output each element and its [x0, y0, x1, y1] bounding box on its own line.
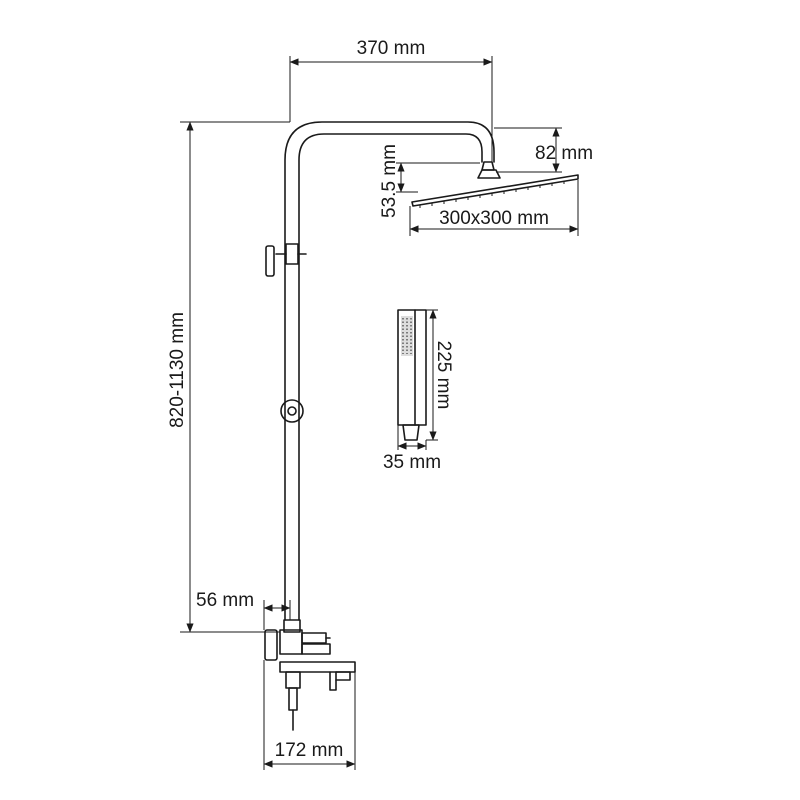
dimension-head-drop: 82 mm	[494, 127, 593, 173]
dimension-mixer-depth: 172 mm	[263, 660, 356, 770]
handset-width-label: 35 mm	[383, 452, 441, 473]
head-size-label: 300x300 mm	[439, 208, 549, 229]
head-connector	[481, 161, 495, 171]
arm-length-label: 370 mm	[357, 38, 426, 59]
sliding-holder	[280, 399, 304, 423]
dimension-head-size: 300x300 mm	[409, 180, 579, 236]
dimension-handset-width: 35 mm	[383, 425, 441, 473]
bath-spout	[279, 661, 356, 673]
height-range-label: 820-1130 mm	[167, 312, 188, 428]
head-height-label: 53.5 mm	[379, 144, 400, 218]
hand-shower	[397, 309, 427, 441]
handset-nozzles	[401, 316, 413, 356]
mixer-diverter	[264, 619, 356, 731]
dimension-handset-length: 225 mm	[426, 309, 454, 441]
rain-shower-head	[411, 169, 579, 208]
dimension-head-height: 53.5 mm	[379, 144, 480, 218]
head-drop-label: 82 mm	[535, 143, 593, 164]
wall-bracket-top	[265, 243, 307, 277]
dimension-height-range: 820-1130 mm	[167, 121, 290, 633]
head-nozzles	[419, 181, 565, 208]
dimension-wall-offset: 56 mm	[196, 590, 291, 630]
dimension-arm-length: 370 mm	[289, 38, 493, 162]
handset-length-label: 225 mm	[433, 341, 454, 410]
mixer-depth-label: 172 mm	[275, 740, 344, 761]
riser-pipe-inner	[298, 133, 483, 621]
wall-offset-label: 56 mm	[196, 590, 254, 611]
